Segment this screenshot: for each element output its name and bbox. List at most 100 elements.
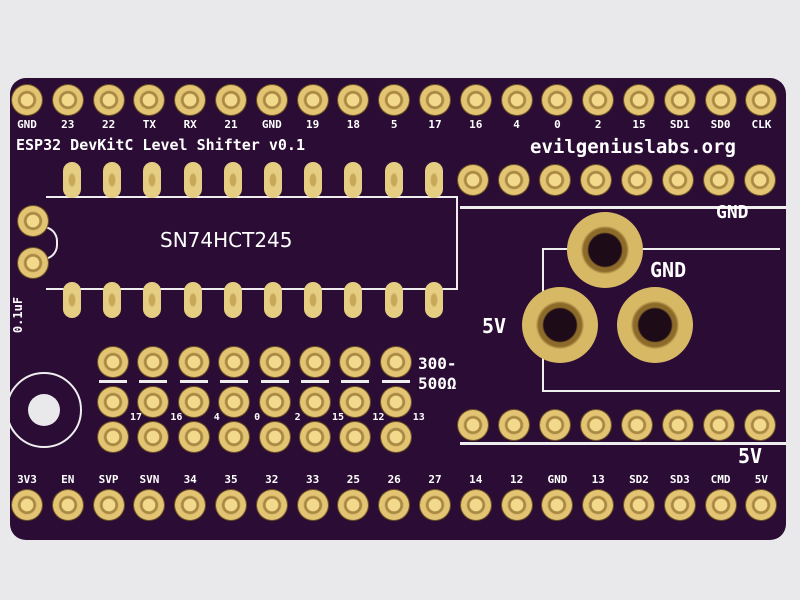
header-pin — [499, 410, 529, 440]
chip-pad — [183, 282, 202, 318]
chip-pad — [63, 162, 81, 198]
header-pin — [499, 165, 529, 195]
header-pin — [704, 410, 734, 440]
top-pin-label: 16 — [469, 118, 483, 131]
top-pin-label: 18 — [346, 118, 361, 131]
power-ring-5v — [522, 287, 598, 363]
output-pad — [380, 422, 411, 452]
resistor-pad — [259, 347, 290, 377]
chip-pad — [143, 282, 162, 318]
top-pin-label: SD0 — [710, 118, 731, 131]
header-pin — [663, 410, 693, 440]
top-pin-label: 4 — [513, 118, 520, 131]
output-pin-label: 0 — [254, 412, 261, 423]
resistor-silk — [99, 380, 127, 383]
header-pin — [501, 490, 532, 520]
bottom-pin-label: GND — [547, 473, 568, 486]
header-pin — [338, 85, 369, 115]
top-pin-label: CLK — [751, 118, 772, 131]
chip-pad — [264, 162, 282, 198]
header-pin — [12, 85, 42, 115]
resistor-silk — [220, 380, 249, 383]
bottom-pin-label: SVN — [139, 473, 160, 486]
capacitor-label: 0.1uF — [11, 296, 26, 334]
top-pin-label: 5 — [390, 118, 398, 131]
top-pin-label: RX — [183, 118, 197, 131]
chip-pad — [223, 162, 242, 198]
output-pad — [138, 422, 169, 452]
header-pin — [746, 490, 777, 520]
header-pin — [338, 490, 369, 520]
header-pin — [622, 410, 652, 440]
power-ring-gnd — [567, 212, 643, 288]
header-pin — [297, 85, 328, 115]
bottom-pin-label: 12 — [509, 473, 524, 486]
chip-pad — [103, 162, 122, 198]
power-ring-gnd-2 — [617, 287, 693, 363]
mounting-hole — [10, 372, 82, 448]
header-pin — [501, 85, 532, 115]
bottom-pin-label: 25 — [346, 473, 361, 486]
header-pin — [540, 410, 570, 440]
header-pin — [460, 490, 491, 520]
chip-pad — [103, 282, 122, 318]
bottom-pin-label: 5V — [754, 473, 769, 486]
header-pin — [705, 490, 736, 520]
header-pin — [134, 85, 165, 115]
output-pad — [98, 422, 128, 452]
header-pin — [581, 410, 611, 440]
resistor-silk — [179, 380, 208, 383]
chip-pad — [183, 162, 202, 198]
header-pin — [52, 490, 83, 520]
resistor-pad — [219, 387, 250, 417]
fivev-label-rings: 5V — [482, 314, 507, 338]
top-pin-label: SD1 — [669, 118, 690, 131]
chip-pad — [63, 282, 81, 318]
header-pin — [663, 165, 693, 195]
output-pin-label: 2 — [294, 412, 301, 423]
header-pin — [624, 490, 654, 520]
top-pin-label: 21 — [224, 118, 238, 131]
header-pin — [297, 490, 328, 520]
gnd-label-rings: GND — [650, 258, 687, 282]
resistor-pad — [178, 347, 209, 377]
bottom-pin-label: 14 — [469, 473, 483, 486]
bottom-pin-label: SVP — [98, 473, 119, 486]
header-pin — [745, 410, 775, 440]
header-pin — [705, 85, 736, 115]
header-pin — [175, 490, 206, 520]
resistor-silk — [341, 380, 370, 383]
resistor-pad — [219, 347, 250, 377]
chip-pad — [424, 162, 443, 198]
header-pin — [542, 490, 573, 520]
pcb-board: ESP32 DevKitC Level Shifter v0.1 evilgen… — [10, 78, 786, 540]
header-pin — [458, 165, 488, 195]
resistor-pad — [259, 387, 290, 417]
top-pin-label: 23 — [61, 118, 75, 131]
output-pin-label: 15 — [331, 412, 345, 423]
resistor-pad — [380, 387, 411, 417]
header-pin — [540, 165, 570, 195]
bottom-pin-label: SD3 — [669, 473, 690, 486]
top-pin-label: 22 — [101, 118, 116, 131]
output-pad — [340, 422, 371, 452]
bottom-pin-label: SD2 — [629, 473, 649, 486]
bottom-pin-label: 33 — [305, 473, 320, 486]
chip-pad — [344, 162, 363, 198]
header-pin — [460, 85, 491, 115]
header-pin — [52, 85, 83, 115]
header-pin — [256, 85, 287, 115]
bottom-pin-label: 3V3 — [17, 473, 37, 486]
chip-pad — [304, 162, 323, 198]
top-pin-label: 17 — [428, 118, 442, 131]
header-pin — [420, 85, 450, 115]
header-pin — [581, 165, 611, 195]
header-pin — [622, 165, 652, 195]
resistor-pad — [98, 347, 128, 377]
top-pin-label: 19 — [305, 118, 320, 131]
bottom-pin-label: 13 — [591, 473, 605, 486]
resistor-pad — [178, 387, 209, 417]
chip-pad — [384, 282, 403, 318]
header-pin — [458, 410, 488, 440]
output-pin-label: 17 — [129, 412, 143, 423]
